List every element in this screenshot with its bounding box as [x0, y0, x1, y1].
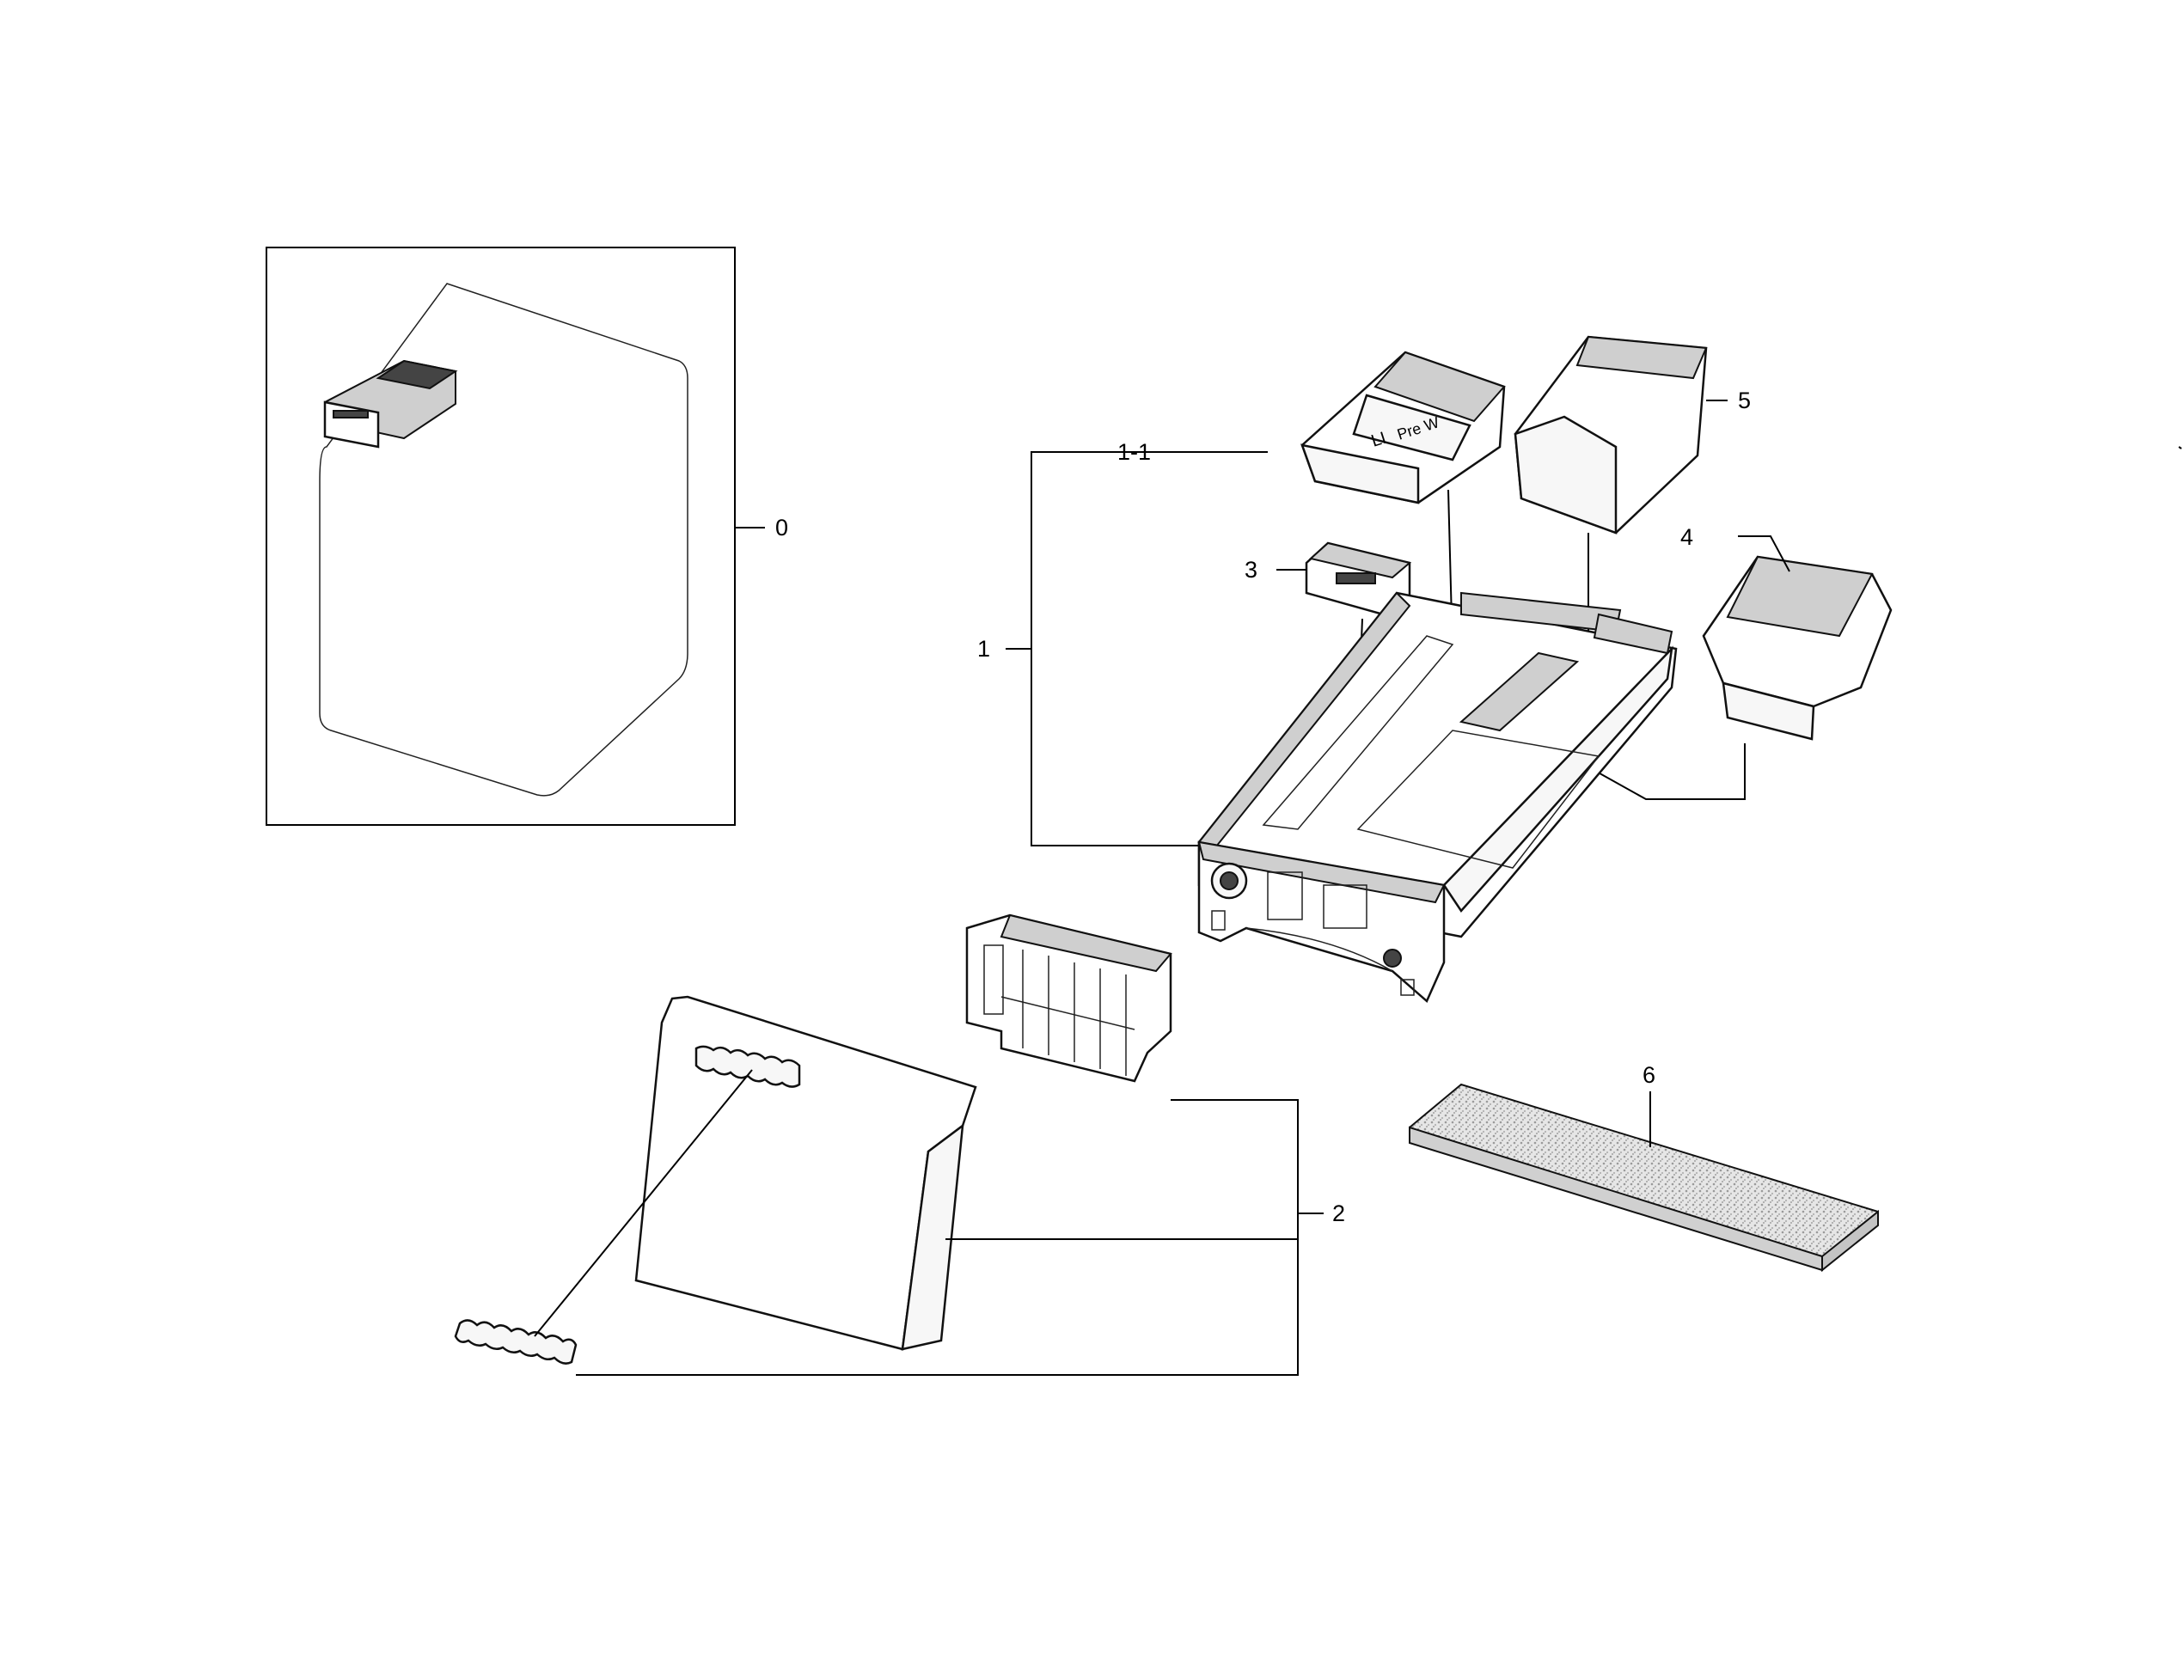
callout-2: 2: [1332, 1200, 1345, 1226]
part-0-assembly-view: 0: [266, 247, 788, 826]
callout-5: 5: [1738, 388, 1751, 413]
washer-outline: [319, 283, 688, 797]
overview-drawer: [323, 359, 458, 449]
callout-3: 3: [1245, 557, 1257, 583]
part-5-softener-box: 5: [1514, 335, 1751, 670]
callout-1: 1: [977, 636, 990, 662]
callout-bracket-1: 1 1-1: [977, 439, 1268, 846]
callout-1-1: 1-1: [1117, 439, 1151, 465]
drawer-label-li: LI: [1369, 429, 1389, 451]
part-2-drawer-handle-panel: 2: [454, 913, 1345, 1376]
callout-6: 6: [1643, 1062, 1655, 1088]
edge-mark: [2178, 446, 2182, 449]
callout-4: 4: [1680, 524, 1693, 550]
part-1-drawer-housing: [1197, 591, 1678, 1004]
callout-0: 0: [775, 515, 788, 541]
part-6-sponge: 6: [1409, 1062, 1879, 1273]
part-4-bleach-cup: 4: [1460, 524, 1893, 800]
part-1-1-drawer-insert: LI Pre W: [1300, 351, 1506, 654]
assembly-frame: [266, 247, 736, 826]
